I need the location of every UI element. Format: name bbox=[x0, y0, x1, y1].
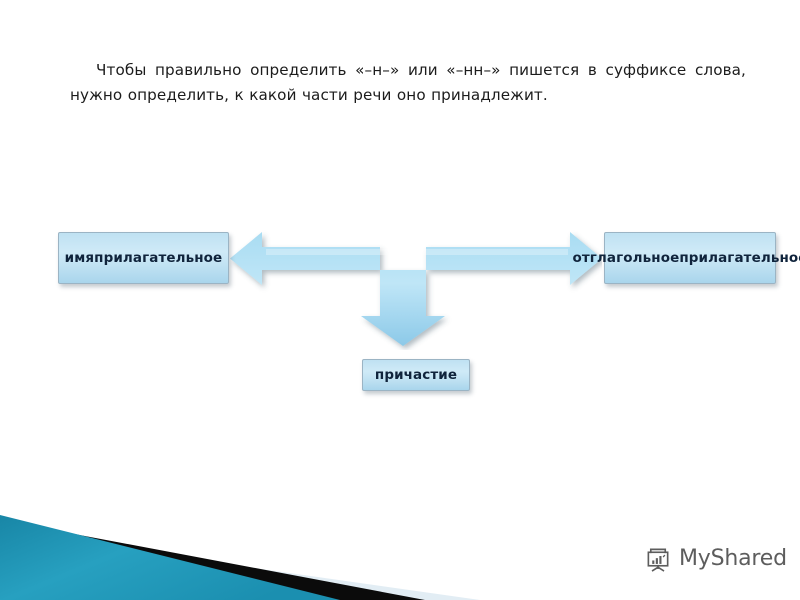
corner-band-black bbox=[0, 520, 425, 600]
flipchart-bar-chart-icon bbox=[647, 548, 669, 572]
corner-band-teal bbox=[0, 515, 340, 600]
diagram-node-participle[interactable]: причастие bbox=[362, 359, 470, 391]
diagram-node-adjective[interactable]: имя прилагательное bbox=[58, 232, 229, 284]
diagram-node-verbal-adjective[interactable]: отглагольное прилагательное bbox=[572, 232, 800, 284]
diagram-node-adjective-line2: прилагательное bbox=[94, 249, 223, 266]
myshared-logo-text: MyShared bbox=[679, 546, 787, 571]
tri-directional-arrow bbox=[230, 232, 602, 346]
myshared-logo: MyShared bbox=[645, 544, 787, 574]
diagram-node-verbal-adjective-line1: отглагольное bbox=[572, 249, 680, 266]
diagram-node-participle-line1: причастие bbox=[374, 366, 458, 383]
diagram-node-adjective-line1: имя bbox=[64, 249, 95, 266]
diagram-node-verbal-adjective-line2: прилагательное bbox=[679, 249, 800, 266]
corner-decoration bbox=[0, 515, 480, 600]
intro-paragraph: Чтобы правильно определить «–н–» или «–н… bbox=[70, 61, 752, 104]
